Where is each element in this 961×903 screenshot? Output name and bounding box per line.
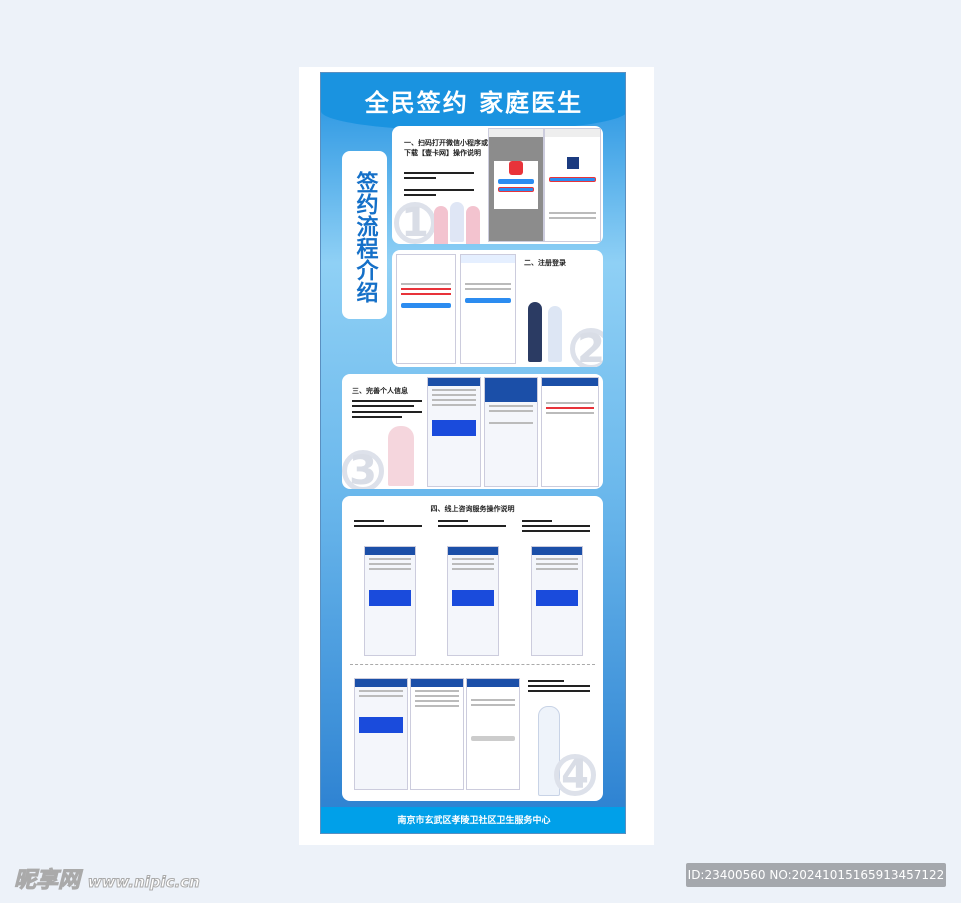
phone-screenshot (541, 377, 599, 487)
text-lines (522, 520, 590, 535)
watermark-url: www.nipic.cn (87, 873, 200, 892)
divider (350, 664, 595, 665)
text-lines (352, 400, 422, 421)
watermark-logo-text: 昵享网 (13, 868, 81, 894)
nurse-illustration (388, 426, 414, 486)
phone-screenshot (447, 546, 499, 656)
section-4-panel: 四、线上咨询服务操作说明 4 (342, 496, 603, 801)
text-lines (404, 172, 474, 199)
section-2-title: 二、注册登录 (524, 259, 566, 267)
text-lines (354, 520, 422, 530)
section-2-panel: 二、注册登录 2 (392, 250, 603, 367)
step-number: 4 (554, 754, 596, 796)
step-number: 1 (394, 202, 436, 244)
section-1-title: 一、扫码打开微信小程序或下载【壹卡网】操作说明 (404, 139, 488, 157)
phone-screenshot (396, 254, 456, 364)
doctors-illustration (526, 298, 566, 364)
phone-screenshot (488, 128, 544, 242)
phone-screenshot (364, 546, 416, 656)
phone-screenshot (460, 254, 516, 364)
text-lines (528, 680, 590, 695)
side-label: 签约流程介绍 (342, 151, 387, 319)
step-number: 2 (570, 328, 603, 367)
phone-screenshot (410, 678, 464, 790)
text-lines (438, 520, 506, 530)
phone-screenshot (544, 128, 601, 242)
phone-screenshot (354, 678, 408, 790)
poster: 全民签约 家庭医生 签约流程介绍 一、扫码打开微信小程序或下载【壹卡网】操作说明… (320, 72, 626, 834)
footer-organization: 南京市玄武区孝陵卫社区卫生服务中心 (321, 807, 625, 833)
header-band (321, 73, 625, 131)
step-number: 3 (342, 450, 384, 489)
section-3-panel: 三、完善个人信息 3 (342, 374, 603, 489)
nurse-illustration (432, 202, 482, 244)
image-id-badge: ID:23400560 NO:20241015165913457122 (686, 863, 946, 887)
section-4-title: 四、线上咨询服务操作说明 (430, 505, 515, 513)
watermark-logo: 昵享网 www.nipic.cn (13, 862, 200, 894)
phone-screenshot (466, 678, 520, 790)
poster-title: 全民签约 家庭医生 (364, 89, 584, 117)
phone-screenshot (484, 377, 538, 487)
section-3-title: 三、完善个人信息 (352, 387, 408, 395)
phone-screenshot (427, 377, 481, 487)
phone-screenshot (531, 546, 583, 656)
section-1-panel: 一、扫码打开微信小程序或下载【壹卡网】操作说明 1 (392, 126, 603, 244)
